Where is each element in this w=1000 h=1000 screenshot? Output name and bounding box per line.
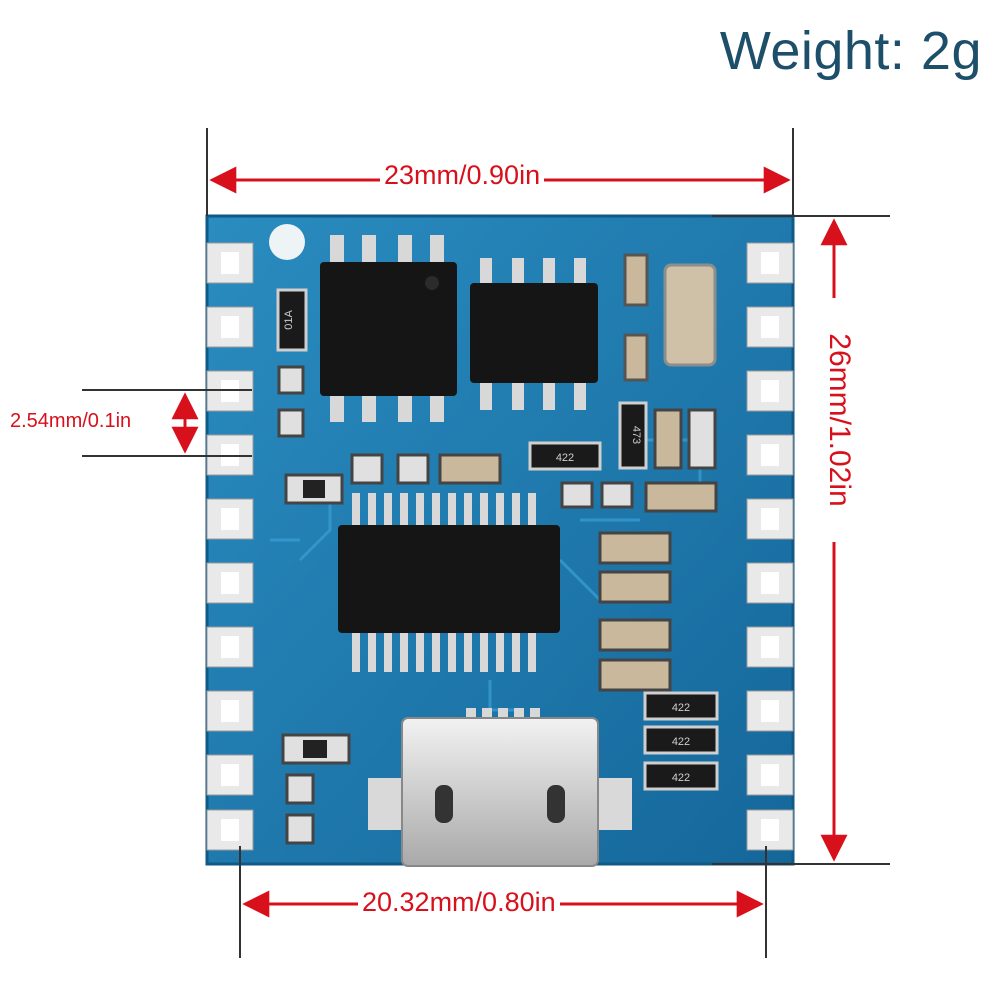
resistor-422-b: 422	[643, 725, 719, 755]
svg-text:422: 422	[672, 772, 690, 784]
pin-spacing-dimension-label: 20.32mm/0.80in	[358, 887, 560, 918]
svg-text:422: 422	[556, 452, 574, 464]
ic-soic8-left	[320, 235, 457, 422]
weight-label: Weight: 2g	[719, 21, 982, 81]
ic-soic8-right	[470, 258, 598, 410]
pin-pitch-dimension-label: 2.54mm/0.1in	[10, 410, 132, 432]
svg-text:01A: 01A	[283, 310, 295, 330]
resistor-422-a: 422	[643, 691, 719, 721]
width-dimension-label: 23mm/0.90in	[380, 160, 545, 191]
micro-usb-connector	[368, 708, 632, 867]
resistor-422-mid: 422	[528, 441, 602, 471]
left-pin-pads	[206, 242, 254, 851]
svg-text:422: 422	[672, 702, 690, 714]
resistor-01a: 01A	[276, 288, 308, 352]
svg-text:422: 422	[672, 736, 690, 748]
resistor-422-c: 422	[643, 761, 719, 791]
resistor-473: 473	[618, 401, 648, 470]
ic-ssop-main	[338, 493, 560, 672]
height-dimension-label: 26mm/1.02in	[822, 298, 856, 542]
svg-text:473: 473	[630, 426, 642, 444]
right-pin-pads	[746, 242, 794, 851]
